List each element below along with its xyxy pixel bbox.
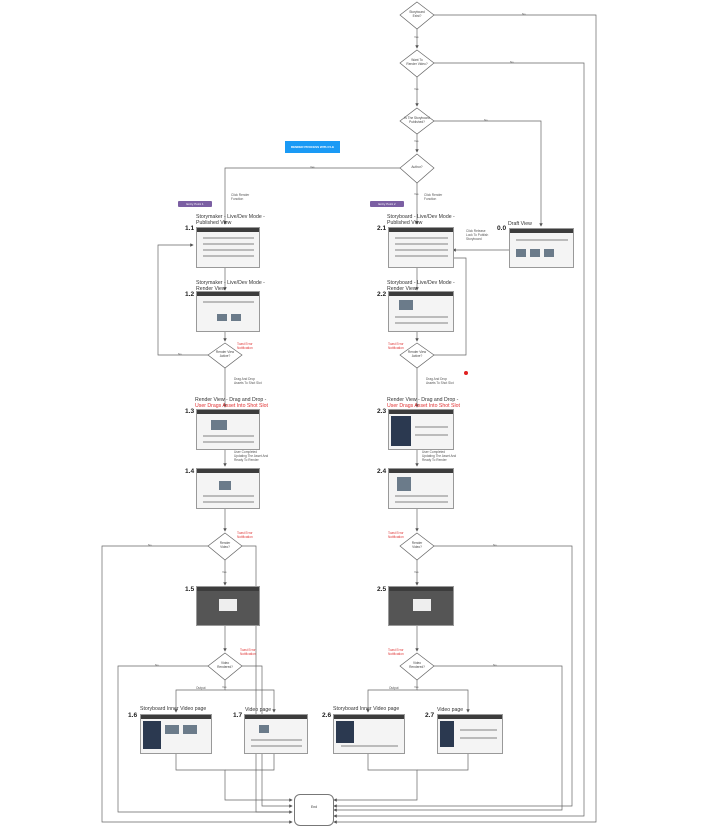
screen-2-4-thumbnail: [388, 468, 454, 509]
screen-2-2-thumbnail: [388, 291, 454, 332]
screen-2-1-thumbnail: [388, 227, 454, 268]
screen-1-3-number: 1.3: [185, 408, 195, 415]
screen-1-1-thumbnail: [196, 227, 260, 268]
click-render-label: Click Render Function: [231, 193, 250, 201]
no-label: No: [148, 543, 152, 547]
screen-0-0-number: 0.0: [497, 225, 507, 232]
click-render-label: Click Render Function: [424, 193, 443, 201]
screen-2-6-thumbnail: [333, 714, 405, 754]
screen-2-6-title: Storyboard Inner Video page: [333, 706, 400, 712]
screen-2-7-thumbnail: [437, 714, 503, 754]
screen-2-4-number: 2.4: [377, 468, 387, 475]
decision-is-published-label: Is The Storyboard Published?: [404, 116, 430, 124]
decision-render-video-1-label: Render Video?: [219, 541, 231, 549]
screen-2-3-title: Render View - Drag and Drop - User Drags…: [387, 397, 460, 409]
entry-point-1-badge: Entry Point 1: [178, 201, 212, 207]
decision-render-active-2-label: Render View Active?: [407, 350, 427, 358]
screen-0-0-title: Draft View: [508, 221, 532, 227]
end-label: End: [310, 805, 318, 809]
screen-1-3-thumbnail: [196, 409, 260, 450]
yes-label: Yes: [414, 35, 419, 39]
yes-label: Yes: [414, 87, 419, 91]
screen-1-2-number: 1.2: [185, 291, 195, 298]
yes-label: Yes: [414, 139, 419, 143]
yes-label: Yes: [414, 570, 419, 574]
screen-2-3-thumbnail: [388, 409, 454, 450]
screen-1-6-number: 1.6: [128, 712, 138, 719]
toast-error-label: Toast Error Notification: [237, 342, 253, 350]
no-label: No: [484, 118, 488, 122]
entry-point-2-badge: Entry Point 2: [370, 201, 404, 207]
screen-2-2-title: Storyboard - Live/Dev Mode - Render View: [387, 280, 455, 292]
screen-1-5-number: 1.5: [185, 586, 195, 593]
toast-error-label: Toast Error Notification: [237, 531, 253, 539]
screen-2-5-number: 2.5: [377, 586, 387, 593]
screen-1-2-thumbnail: [196, 291, 260, 332]
end-node: [294, 794, 334, 826]
yes-label: Yes: [414, 192, 419, 196]
decision-video-rendered-2-label: Video Rendered?: [409, 661, 425, 669]
no-label: No: [493, 543, 497, 547]
screen-1-1-number: 1.1: [185, 225, 195, 232]
user-completed-label: User Completed Updating The Asset And Re…: [422, 450, 457, 462]
yes-label: Yes: [414, 685, 419, 689]
screen-2-7-number: 2.7: [425, 712, 435, 719]
screen-1-1-title: Storymaker - Live/Dev Mode - Published V…: [196, 214, 265, 226]
render-process-banner: RENDER PROCESS WITH FLE: [285, 141, 340, 153]
yes-label: Yes: [310, 165, 315, 169]
drag-drop-label: Drag And Drop Assets To Shot Slot: [426, 377, 454, 385]
screen-2-2-number: 2.2: [377, 291, 387, 298]
decision-render-video-2-label: Render Video?: [411, 541, 423, 549]
screen-1-4-number: 1.4: [185, 468, 195, 475]
user-completed-label: User Completed Updating The Asset And Re…: [234, 450, 269, 462]
screen-1-7-title: Video page: [245, 707, 272, 713]
screen-1-7-thumbnail: [244, 714, 308, 754]
decision-storyboard-exist-label: Storyboard Exist?: [409, 10, 425, 18]
screen-1-7-number: 1.7: [233, 712, 243, 719]
screen-1-4-thumbnail: [196, 468, 260, 509]
screen-2-6-number: 2.6: [322, 712, 332, 719]
screen-2-1-title: Storyboard - Live/Dev Mode - Published V…: [387, 214, 455, 226]
decision-want-render-label: Want To Render Video?: [406, 58, 428, 66]
no-label: No: [510, 60, 514, 64]
toast-error-label: Toast Error Notification: [240, 648, 256, 656]
no-label: No: [522, 12, 526, 16]
screen-2-7-title: Video page: [437, 707, 464, 713]
no-label: No: [178, 352, 182, 356]
output-label: Output: [389, 686, 399, 690]
screen-1-6-thumbnail: [140, 714, 212, 754]
screen-1-3-title: Render View - Drag and Drop - User Drags…: [195, 397, 268, 409]
output-label: Output: [196, 686, 206, 690]
decision-render-active-1-label: Render View Active?: [215, 350, 235, 358]
screen-2-3-number: 2.3: [377, 408, 387, 415]
red-dot-marker: [464, 371, 468, 375]
screen-1-5-thumbnail: [196, 586, 260, 626]
no-label: No: [493, 663, 497, 667]
yes-label: Yes: [222, 570, 227, 574]
click-release-label: Click Release Lock To Publish Storyboard: [466, 229, 489, 241]
toast-error-label: Toast Error Notification: [388, 648, 404, 656]
toast-error-label: Toast Error Notification: [388, 342, 404, 350]
decision-video-rendered-1-label: Video Rendered?: [217, 661, 233, 669]
toast-error-label: Toast Error Notification: [388, 531, 404, 539]
yes-label: Yes: [222, 685, 227, 689]
screen-1-2-title: Storymaker - Live/Dev Mode - Render View: [196, 280, 265, 292]
drag-drop-label: Drag And Drop Assets To Shot Slot: [234, 377, 262, 385]
screen-2-1-number: 2.1: [377, 225, 387, 232]
screen-2-5-thumbnail: [388, 586, 454, 626]
screen-0-0-thumbnail: [509, 228, 574, 268]
screen-1-6-title: Storyboard Inner Video page: [140, 706, 207, 712]
no-label: No: [155, 663, 159, 667]
decision-author-label: Author?: [411, 165, 423, 170]
